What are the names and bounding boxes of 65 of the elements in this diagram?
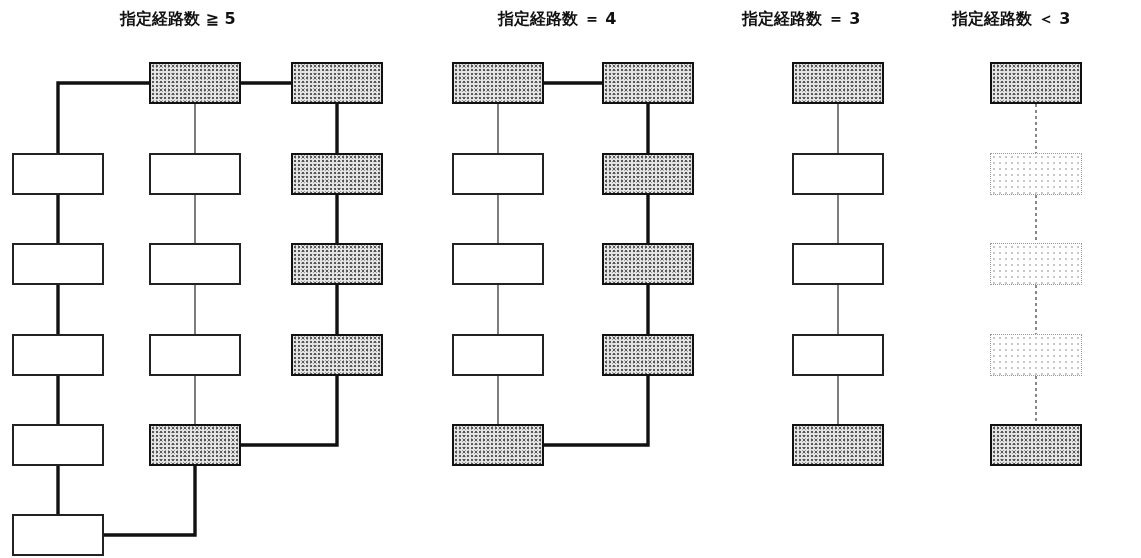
process-box	[452, 334, 544, 376]
connector-line	[646, 195, 650, 243]
process-box	[792, 153, 884, 195]
connector-line	[194, 375, 196, 425]
connector-line	[56, 285, 60, 334]
connector-line	[56, 81, 149, 153]
process-box	[149, 62, 241, 104]
connector-line	[497, 284, 499, 335]
connector-line	[335, 104, 339, 153]
process-box	[12, 334, 104, 376]
connector-line	[194, 284, 196, 335]
connector-line	[56, 466, 60, 514]
connector-line	[837, 103, 839, 154]
process-box	[149, 243, 241, 285]
connector-line	[837, 284, 839, 335]
process-box	[602, 153, 694, 195]
process-box	[452, 243, 544, 285]
process-box	[149, 334, 241, 376]
process-box	[149, 153, 241, 195]
column-heading: 指定経路数 ＜ 3	[952, 9, 1071, 30]
column-heading: 指定経路数 ＝ 4	[498, 9, 617, 30]
process-box	[602, 243, 694, 285]
connector-line	[837, 194, 839, 244]
process-box	[990, 62, 1082, 104]
process-box	[792, 62, 884, 104]
process-box	[602, 334, 694, 376]
connector-line	[56, 376, 60, 424]
process-box	[12, 243, 104, 285]
process-box	[990, 243, 1082, 285]
connector-line	[335, 285, 339, 334]
connector-line	[104, 466, 197, 537]
connector-line	[497, 103, 499, 154]
process-box	[149, 424, 241, 466]
column-heading: 指定経路数 ＝ 3	[742, 9, 861, 30]
connector-line	[497, 194, 499, 244]
process-box	[12, 424, 104, 466]
connector-line	[646, 285, 650, 334]
process-box	[12, 514, 104, 556]
connector-line	[544, 81, 602, 85]
connector-line	[241, 376, 339, 447]
process-box	[602, 62, 694, 104]
process-box	[452, 424, 544, 466]
connector-line	[241, 81, 291, 85]
connector-line	[837, 375, 839, 425]
connector-line	[544, 376, 650, 447]
process-box	[990, 334, 1082, 376]
process-box	[792, 424, 884, 466]
connector-line	[497, 375, 499, 425]
connector-line	[646, 104, 650, 153]
process-box	[792, 334, 884, 376]
process-box	[452, 153, 544, 195]
connector-line	[335, 195, 339, 243]
process-box	[291, 153, 383, 195]
process-box	[12, 153, 104, 195]
connector-line	[56, 195, 60, 243]
process-box	[291, 62, 383, 104]
connector-line	[194, 194, 196, 244]
process-box	[990, 424, 1082, 466]
process-box	[452, 62, 544, 104]
process-box	[792, 243, 884, 285]
connector-line	[194, 103, 196, 154]
process-box	[291, 243, 383, 285]
process-box	[990, 153, 1082, 195]
process-box	[291, 334, 383, 376]
column-heading: 指定経路数 ≧ 5	[120, 9, 236, 30]
